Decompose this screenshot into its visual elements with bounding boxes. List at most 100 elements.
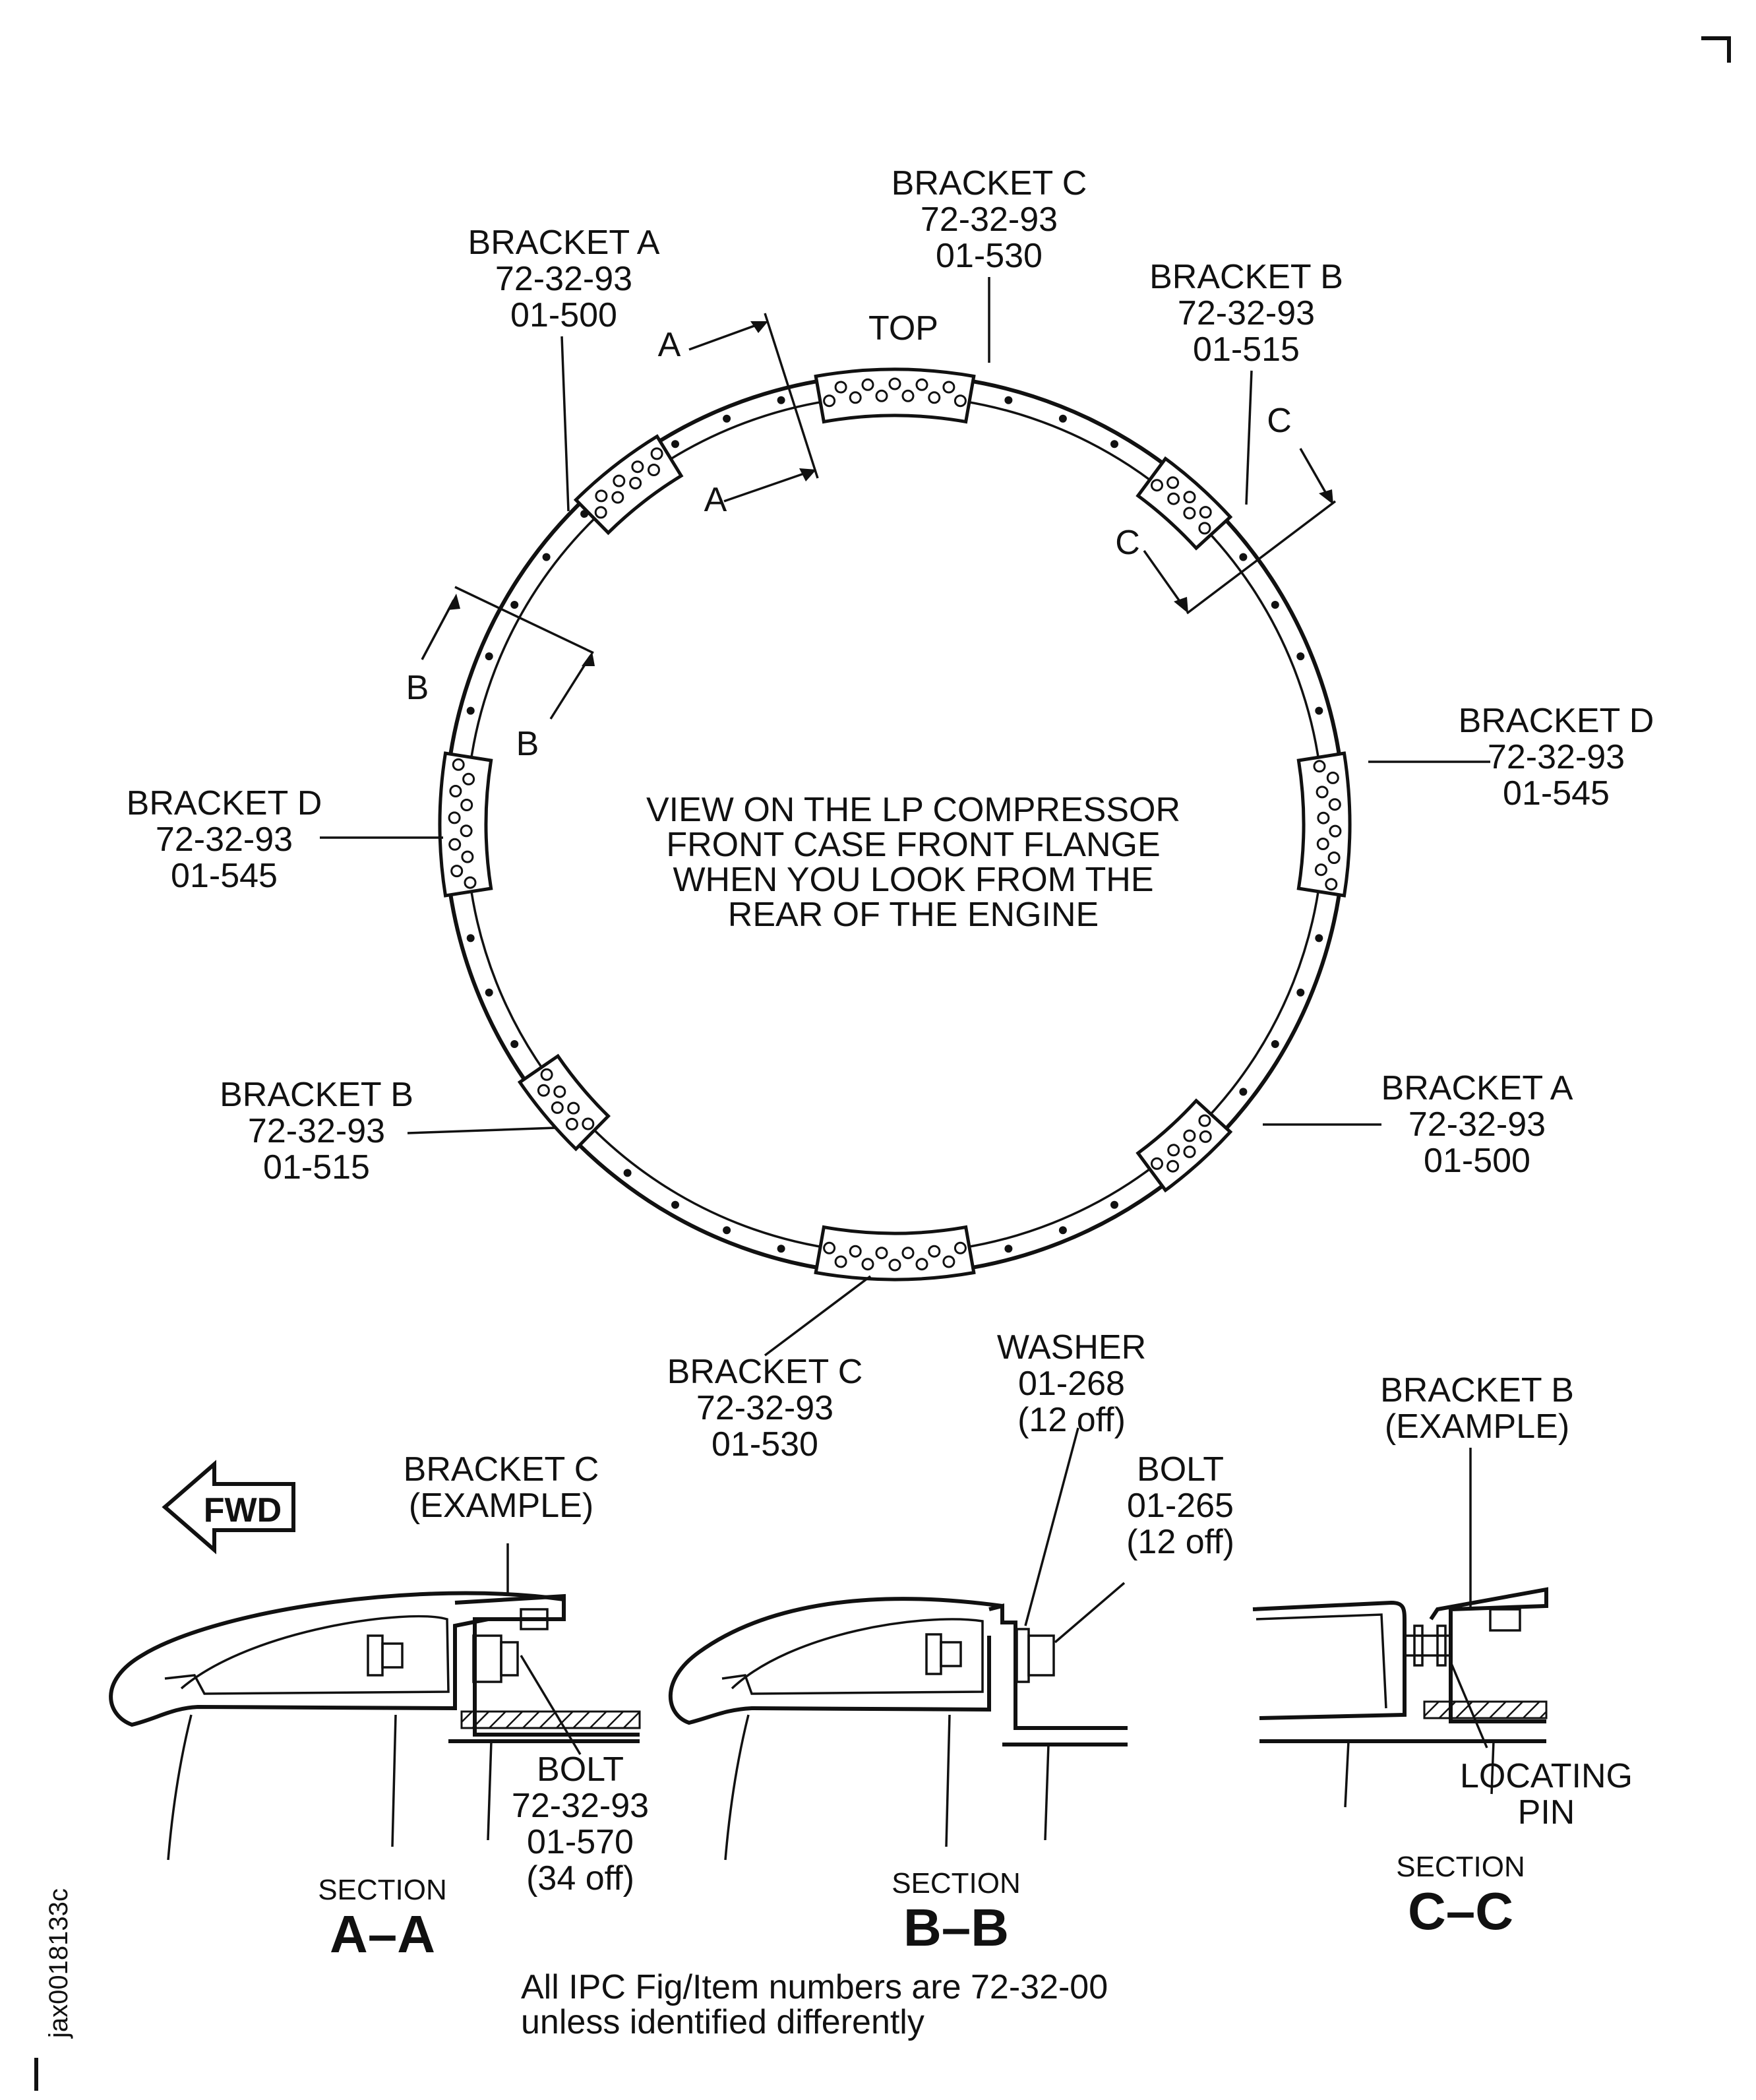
section-label-a-a: SECTION A–A (318, 1874, 447, 1963)
svg-text:unless identified differently: unless identified differently (521, 2003, 924, 2041)
bracket-b-topright-hole (1183, 507, 1196, 520)
bracket-c-top-hole (954, 394, 967, 408)
bracket-a-lowerright-hole (1198, 1114, 1211, 1127)
ring-hole (1296, 988, 1305, 997)
bracket-d-left-hole (448, 811, 461, 824)
bracket-c-bottom-segment (814, 1225, 976, 1282)
svg-text:C: C (1267, 402, 1292, 440)
svg-text:72-32-93: 72-32-93 (1488, 738, 1625, 776)
ring-hole (1239, 553, 1248, 561)
svg-text:B–B: B–B (903, 1898, 1009, 1957)
section-label-b-b: SECTION B–B (892, 1867, 1021, 1957)
bracket-c-bottom-hole (834, 1255, 847, 1268)
bracket-d-left-hole (462, 772, 475, 786)
corner-mark-top-right (1701, 36, 1731, 63)
section-cut-a: A A (658, 313, 819, 519)
svg-text:72-32-93: 72-32-93 (248, 1112, 385, 1150)
svg-text:BRACKET D: BRACKET D (1459, 702, 1654, 740)
svg-text:VIEW ON THE LP COMPRESSOR: VIEW ON THE LP COMPRESSOR (646, 791, 1180, 829)
bracket-c-top-hole (861, 378, 874, 391)
bracket-c-top-hole (915, 378, 928, 391)
svg-text:FWD: FWD (204, 1491, 282, 1529)
ring-hole (1239, 1088, 1248, 1096)
bracket-b-lowerleft-hole (537, 1084, 550, 1097)
svg-text:BRACKET C: BRACKET C (892, 164, 1087, 202)
bracket-d-right-hole (1317, 811, 1330, 824)
ring-hole (777, 396, 785, 404)
bracket-a-topleft-hole (631, 460, 644, 474)
svg-text:01-265: 01-265 (1127, 1487, 1234, 1525)
top-label: TOP (868, 309, 938, 348)
svg-text:(34 off): (34 off) (526, 1859, 634, 1898)
ring-hole (723, 414, 731, 423)
svg-text:01-515: 01-515 (263, 1148, 370, 1187)
bracket-d-left-hole (450, 865, 464, 878)
bracket-c-top-hole (849, 391, 862, 404)
ring-hole (671, 1200, 679, 1209)
bracket-b-lowerleft-hole (567, 1101, 580, 1115)
fwd-arrow: FWD (162, 1460, 295, 1555)
ring-hole (723, 1226, 731, 1235)
svg-text:(EXAMPLE): (EXAMPLE) (409, 1487, 593, 1525)
label-locating-pin: LOCATING PIN (1460, 1757, 1633, 1832)
bracket-d-right-hole (1313, 760, 1326, 773)
svg-text:SECTION: SECTION (1396, 1851, 1525, 1883)
svg-text:All IPC Fig/Item numbers are 7: All IPC Fig/Item numbers are 72-32-00 (521, 1968, 1108, 2006)
bracket-c-bottom-hole (915, 1258, 928, 1271)
svg-text:BRACKET D: BRACKET D (127, 784, 322, 822)
bracket-a-topleft-hole (629, 477, 642, 489)
ring-hole (510, 1040, 519, 1048)
ring-hole (466, 706, 475, 715)
svg-text:(12 off): (12 off) (1126, 1523, 1234, 1561)
svg-text:SECTION: SECTION (318, 1874, 447, 1906)
bracket-b-topright-hole (1166, 476, 1180, 489)
ring-hole (485, 988, 493, 997)
bracket-a-topleft-hole (594, 506, 607, 519)
ring-hole (485, 652, 493, 661)
bracket-a-lowerright-segment (1135, 1098, 1233, 1193)
svg-text:01-545: 01-545 (1503, 774, 1610, 813)
view-caption: VIEW ON THE LP COMPRESSOR FRONT CASE FRO… (646, 791, 1180, 934)
section-cut-b: B B (406, 586, 595, 763)
bracket-a-topleft-hole (595, 489, 608, 503)
svg-text:72-32-93: 72-32-93 (921, 201, 1058, 239)
bracket-c-bottom-hole (823, 1241, 836, 1254)
bracket-d-left-hole (460, 824, 473, 838)
ring-hole (1315, 934, 1323, 942)
svg-text:C: C (1115, 524, 1140, 562)
svg-text:WHEN YOU LOOK FROM THE: WHEN YOU LOOK FROM THE (673, 861, 1153, 899)
bracket-label-b-lowerleft: BRACKET B 72-32-93 01-515 (220, 1076, 413, 1187)
bracket-d-right-hole (1326, 771, 1339, 784)
bracket-c-bottom-hole (928, 1245, 941, 1258)
bracket-c-top-hole (901, 389, 915, 402)
bracket-b-lowerleft-hole (540, 1068, 553, 1081)
ring-hole (777, 1245, 785, 1253)
label-bracket-b-example: BRACKET B (EXAMPLE) (1380, 1371, 1574, 1446)
bracket-c-top-hole (834, 381, 847, 394)
bracket-label-a-topleft: BRACKET A 72-32-93 01-500 (468, 224, 660, 334)
ring-hole (1296, 652, 1305, 661)
bracket-b-lowerleft-hole (553, 1085, 566, 1098)
ring-hole (466, 934, 475, 942)
bracket-c-top-hole (942, 381, 955, 394)
bracket-label-c-bottom: BRACKET C 72-32-93 01-530 (667, 1353, 863, 1464)
svg-text:01-500: 01-500 (1424, 1142, 1530, 1180)
bracket-d-left-hole (464, 876, 477, 889)
svg-text:72-32-93: 72-32-93 (1178, 294, 1315, 332)
bracket-b-lowerleft-hole (565, 1117, 578, 1130)
label-bolt-570: BOLT 72-32-93 01-570 (34 off) (512, 1750, 649, 1898)
bracket-a-lowerright-hole (1199, 1130, 1212, 1143)
bracket-d-right-hole (1327, 851, 1341, 864)
svg-text:BRACKET A: BRACKET A (1381, 1069, 1573, 1107)
bracket-d-left-hole (460, 799, 473, 811)
bracket-b-topright-segment (1135, 456, 1233, 551)
bracket-a-topleft-hole (650, 447, 663, 460)
ring-hole (542, 553, 551, 561)
svg-text:BRACKET A: BRACKET A (468, 224, 660, 262)
svg-text:BRACKET B: BRACKET B (1149, 258, 1343, 296)
bracket-b-topright-hole (1183, 491, 1196, 504)
svg-text:A: A (658, 326, 681, 364)
svg-text:01-570: 01-570 (527, 1823, 634, 1861)
svg-text:01-515: 01-515 (1193, 330, 1300, 369)
